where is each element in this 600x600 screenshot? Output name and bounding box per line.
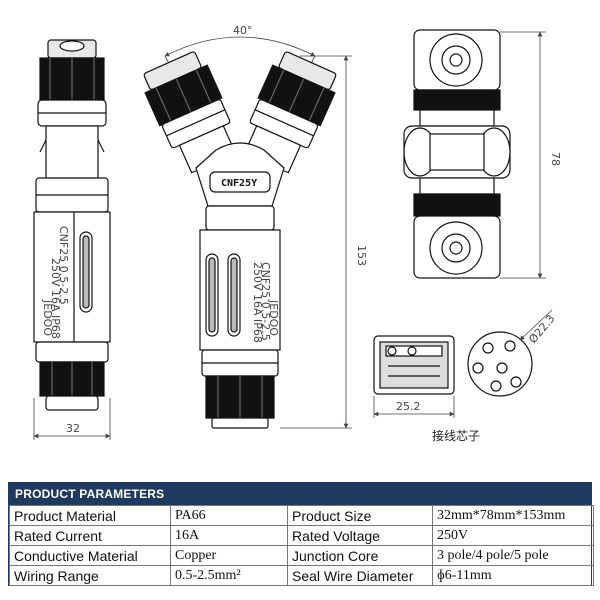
param-label: Product Material <box>9 505 171 526</box>
dimension-top-height <box>500 31 546 279</box>
technical-drawing: CNF25 0.5-2.5 250V 16A IP68 JEDOO 32 40° <box>33 24 562 443</box>
center-body-marking-2: 250V 16A IP68 <box>251 262 264 343</box>
param-value: PA66 <box>170 505 288 526</box>
param-value: ɸ6-11mm <box>432 565 594 586</box>
side-brand-marking: JEDOO <box>41 299 54 336</box>
param-label: Wiring Range <box>9 565 171 586</box>
dimension-overall-length-label: 153 <box>355 245 368 266</box>
param-value: 250V <box>432 525 594 546</box>
dimension-core-width <box>373 396 455 418</box>
param-value: 32mm*78mm*153mm <box>432 505 594 526</box>
param-value: 0.5-2.5mm² <box>170 565 288 586</box>
junction-core-front <box>467 331 533 397</box>
dimension-side-width <box>33 398 111 440</box>
param-label: Rated Voltage <box>287 525 433 546</box>
param-label: Junction Core <box>287 545 433 566</box>
center-marking: CNF25Y <box>221 178 257 189</box>
core-caption: 接线芯子 <box>432 428 480 443</box>
dimension-overall-length <box>280 55 352 429</box>
param-label: Rated Current <box>9 525 171 546</box>
dimension-core-diameter <box>519 309 553 341</box>
param-value: Copper <box>170 545 288 566</box>
junction-core-side <box>373 335 455 395</box>
param-label: Conductive Material <box>9 545 171 566</box>
param-value: 3 pole/4 pole/5 pole <box>432 545 594 566</box>
angle-dimension-label: 40° <box>233 24 253 37</box>
param-label: Product Size <box>287 505 433 526</box>
product-parameters-header: PRODUCT PARAMETERS <box>9 483 591 505</box>
center-brand-marking: JEDOO <box>267 299 280 336</box>
side-body-marking: CNF25 0.5-2.5 <box>57 226 70 305</box>
dimension-top-height-label: 78 <box>549 152 562 166</box>
top-view <box>403 29 511 279</box>
param-label: Seal Wire Diameter <box>287 565 433 586</box>
dimension-side-width-label: 32 <box>66 422 80 435</box>
param-value: 16A <box>170 525 288 546</box>
side-body-marking-2: 250V 16A IP68 <box>49 258 62 339</box>
dimension-core-width-label: 25.2 <box>396 400 421 413</box>
center-body-marking: CNF25 0.5-2.5 <box>259 262 272 341</box>
side-view <box>33 39 111 411</box>
dimension-core-diameter-label: Ø22.3 <box>526 312 557 346</box>
y-splitter-view <box>143 51 337 429</box>
